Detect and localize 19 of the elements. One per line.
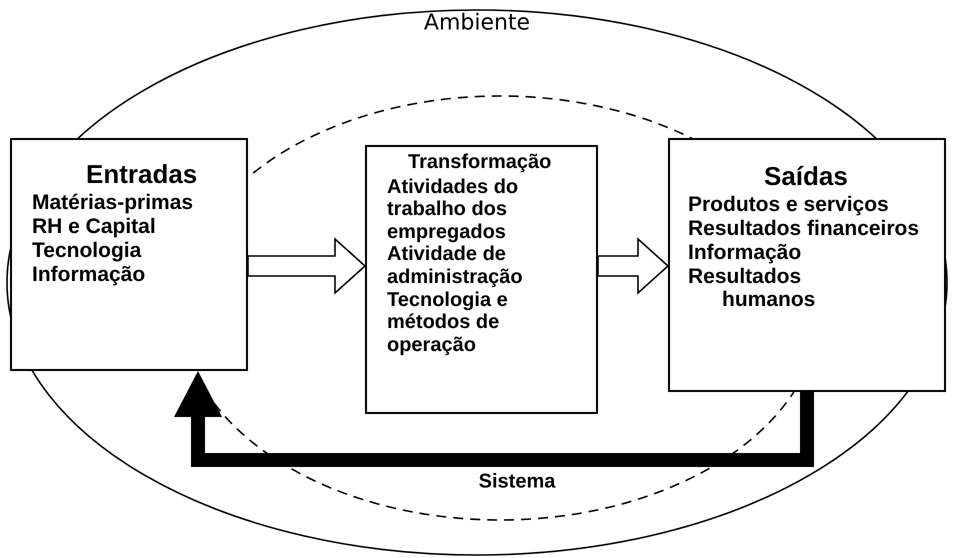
box-item: Informação [32, 262, 146, 286]
block-arrow [247, 237, 366, 295]
box-item: Informação [688, 240, 802, 265]
box-item: Tecnologia [32, 238, 142, 263]
box-item: Atividade de administração [387, 243, 524, 289]
box-item: Atividades do trabalho dos empregados [387, 176, 520, 244]
box-item: Resultados financeiros [688, 217, 920, 241]
box-item: RH e Capital [32, 215, 157, 239]
box-item: Matérias-primas [32, 191, 194, 216]
box-item: Resultados humanos [688, 264, 816, 312]
block-arrow [597, 237, 670, 295]
box-heading: Entradas [85, 160, 198, 190]
box-item: Tecnologia e métodos de operação [387, 288, 509, 356]
box-item: Produtos e serviços [688, 193, 890, 218]
feedback-arrow [174, 371, 814, 467]
region-label: Sistema [478, 470, 556, 494]
region-label: Ambiente [424, 10, 530, 36]
box-heading: Saídas [763, 162, 849, 192]
box-heading: Transformação [407, 151, 552, 174]
